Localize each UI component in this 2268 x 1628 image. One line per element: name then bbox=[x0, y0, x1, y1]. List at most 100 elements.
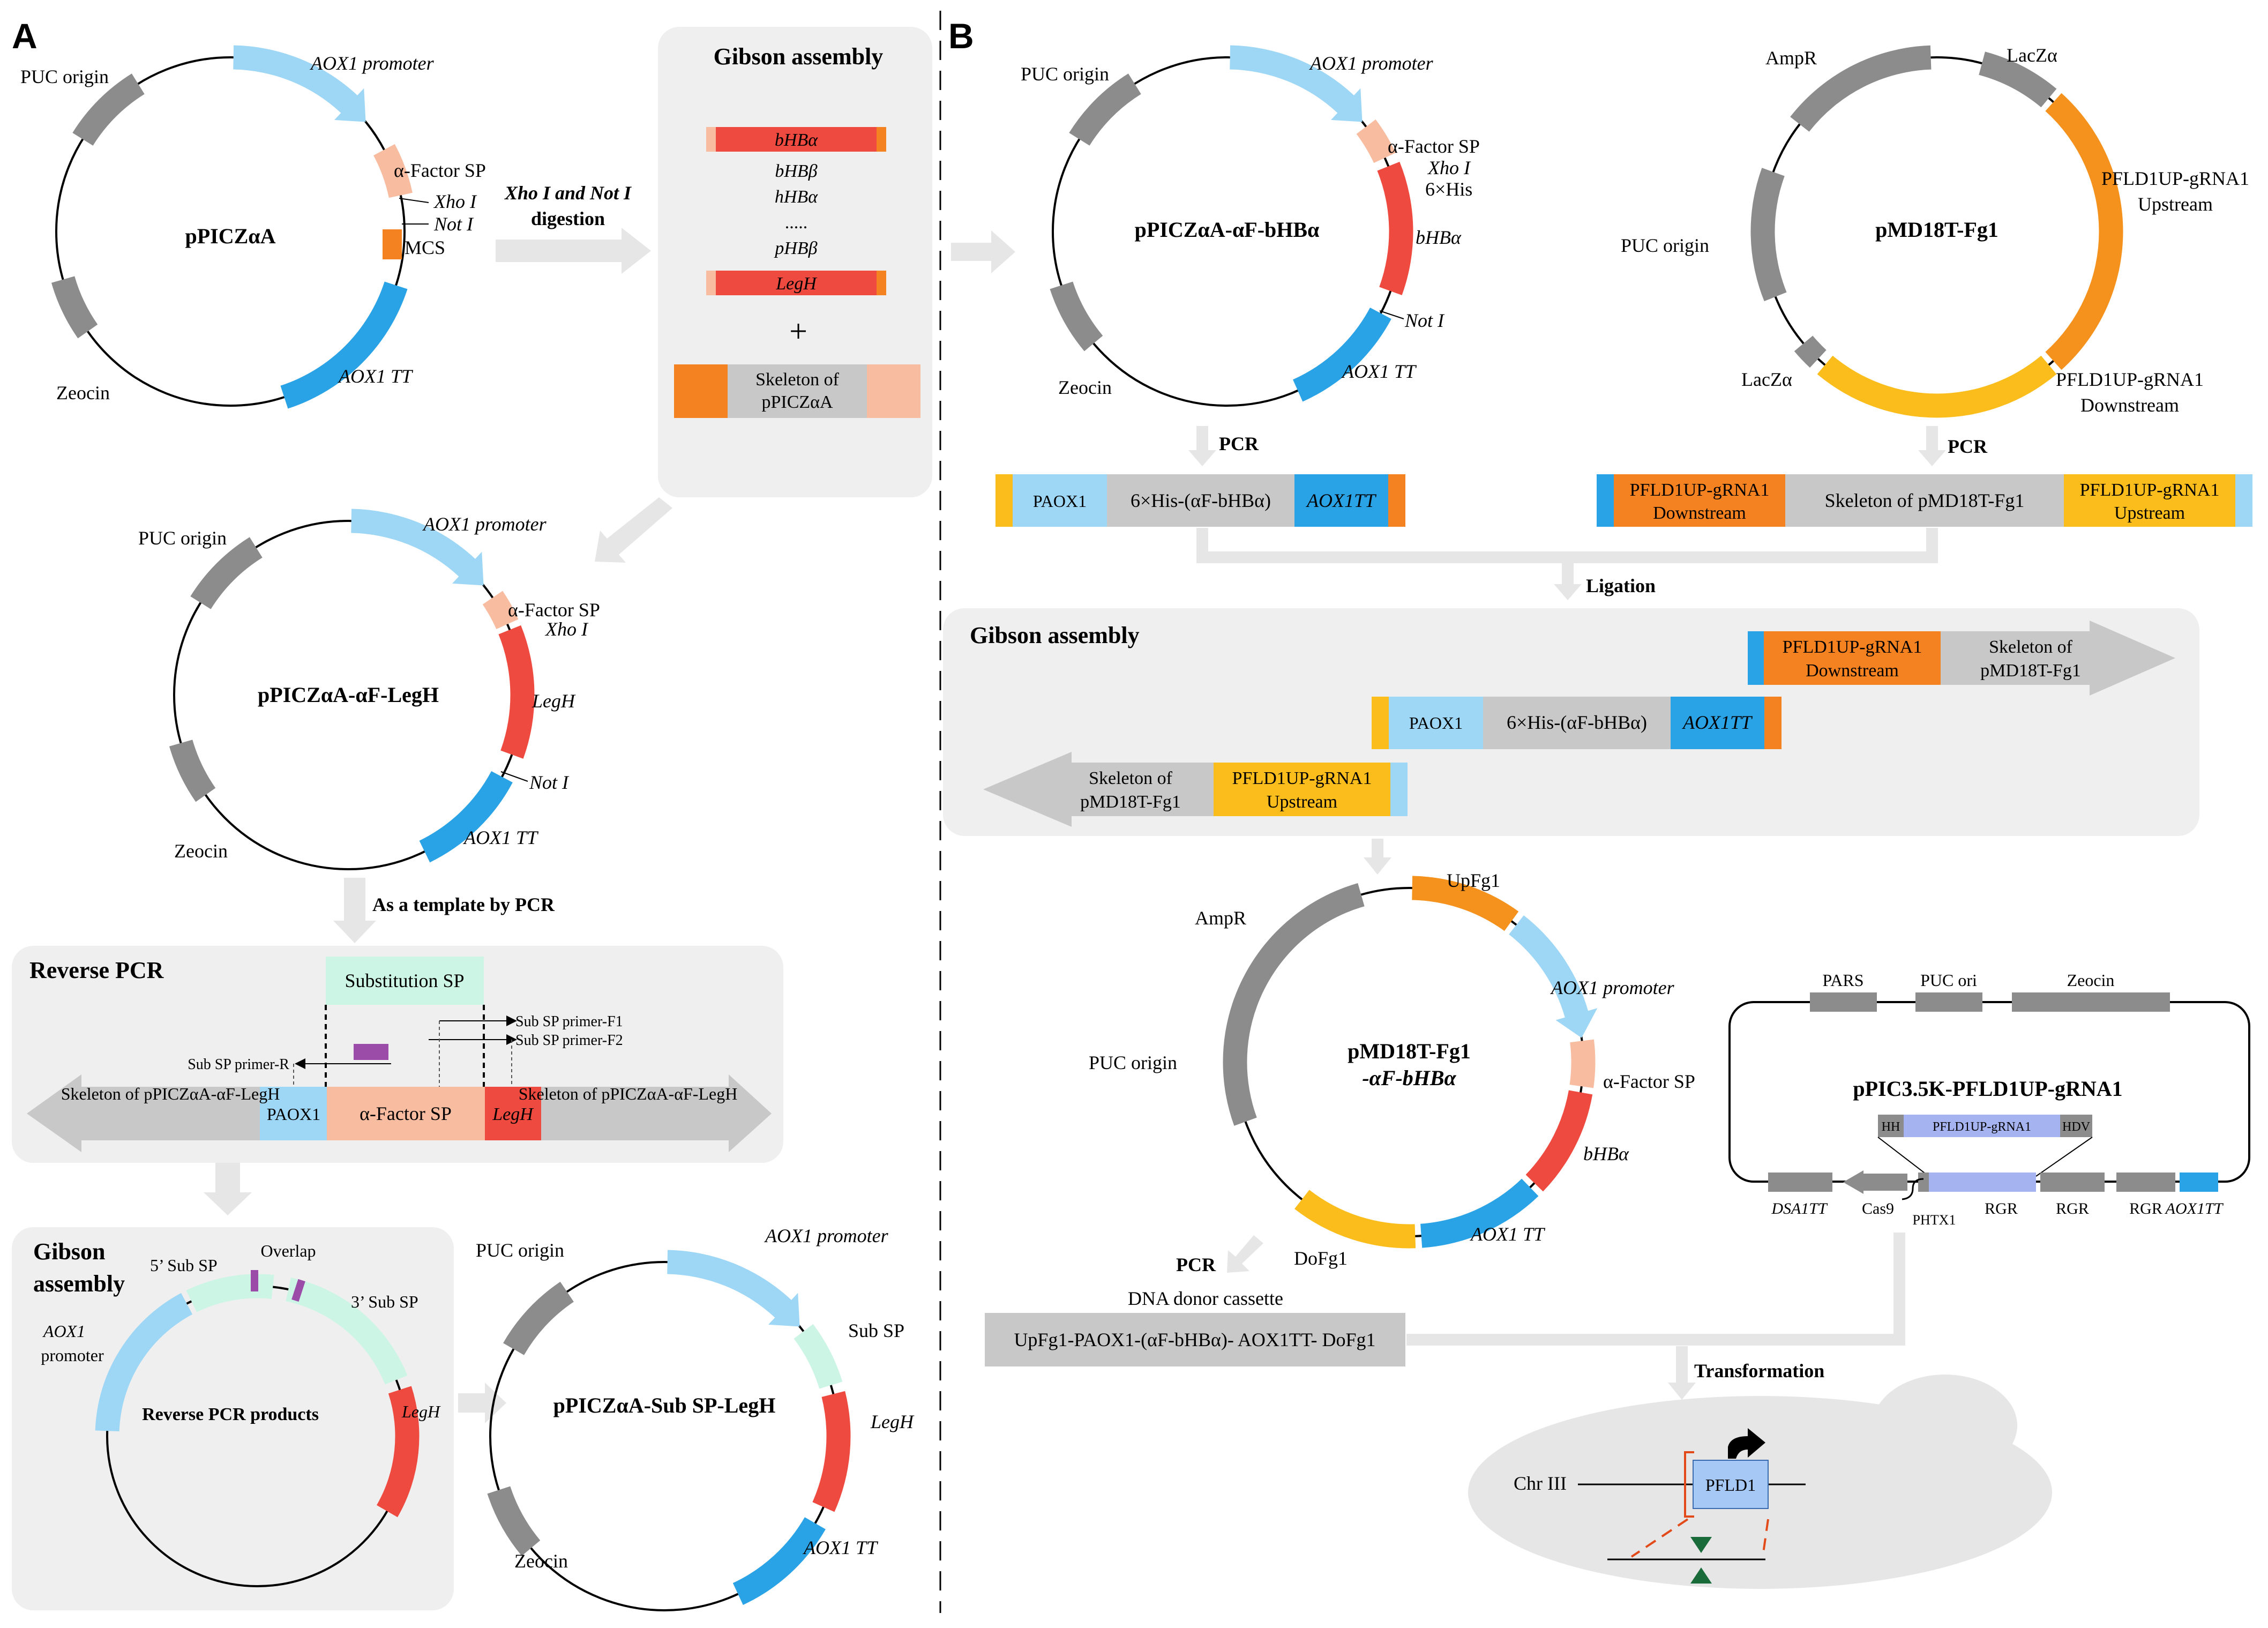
pars-label: PARS bbox=[1822, 970, 1863, 990]
plasmid3-zeocin-segment bbox=[487, 1486, 541, 1556]
frag2-down1-label: PFLD1UP-gRNA1 bbox=[1630, 480, 1770, 500]
digestion-label-1: Xho I and Not I bbox=[504, 182, 632, 204]
plasmid5-ampr-segment bbox=[1790, 45, 1932, 132]
gene-legh: LegH bbox=[775, 274, 818, 294]
plasmid5-lacz-bottom-segment bbox=[1794, 335, 1827, 368]
pcr-arrow-right bbox=[1918, 426, 1946, 466]
plasmid6-name-1: pMD18T-Fg1 bbox=[1348, 1039, 1471, 1063]
gibson3-row1-cap bbox=[1748, 631, 1764, 685]
plasmid6-af-label: α-Factor SP bbox=[1603, 1071, 1695, 1092]
reverse-pcr-paox1-label: PAOX1 bbox=[267, 1104, 320, 1124]
plasmid3-aox1-tt-label: AOX1 TT bbox=[803, 1537, 879, 1558]
plasmid2-not-label: Not I bbox=[529, 772, 570, 793]
reverse-pcr-skeleton-right: Skeleton of pPICZαA-αF-LegH bbox=[519, 1084, 738, 1103]
plasmid4-not-pointer bbox=[1379, 310, 1404, 319]
plasmid2-legh-segment bbox=[498, 625, 535, 759]
gibson3-row3-cap bbox=[1390, 763, 1408, 816]
plasmid2-aox1-promoter-arrow bbox=[351, 509, 484, 586]
plasmid5-puc-segment bbox=[1750, 168, 1787, 302]
frag1-tt-box bbox=[1294, 474, 1388, 527]
plasmid3-aox1-promoter-label: AOX1 promoter bbox=[764, 1225, 889, 1246]
template-arrow bbox=[333, 878, 376, 943]
frag2-mid-box bbox=[1785, 474, 2064, 527]
pfld1-label: PFLD1 bbox=[1705, 1475, 1756, 1495]
plasmid6-upfg1-label: UpFg1 bbox=[1447, 870, 1500, 891]
dsa1tt-segment bbox=[1768, 1173, 1832, 1192]
plasmid-ppiczaa: pPICZαA PUC origin AOX1 promoter α-Facto… bbox=[20, 45, 486, 409]
plasmid4-aox1-promoter-arrow bbox=[1230, 45, 1363, 122]
panel-b-label: B bbox=[948, 16, 974, 56]
reverse-pcr-title: Reverse PCR bbox=[29, 957, 164, 983]
frag1-right-cap bbox=[1388, 474, 1405, 527]
sub-sp-fragment-mark bbox=[354, 1044, 388, 1060]
plasmid2-legh-label: LegH bbox=[532, 690, 576, 712]
gibson2-to-plasmid3-arrow bbox=[458, 1383, 506, 1423]
gibson2-aox-label-2: promoter bbox=[41, 1346, 104, 1365]
gibson3-row2-paox1-box bbox=[1389, 697, 1483, 749]
plasmid2-xho-label: Xho I bbox=[544, 618, 589, 640]
gibson3-paox1-label: PAOX1 bbox=[1409, 713, 1463, 733]
donor-title: DNA donor cassette bbox=[1128, 1288, 1283, 1309]
gene-bhba: bHBα bbox=[775, 130, 818, 150]
hdv-label: HDV bbox=[2062, 1120, 2091, 1134]
overlap-label: Overlap bbox=[260, 1241, 316, 1260]
plasmid6-pcr-arrow bbox=[1227, 1235, 1263, 1273]
overlap-mark-right bbox=[291, 1279, 305, 1302]
plasmid-ppiczaa-backbone bbox=[55, 56, 406, 407]
rgr-3-label: RGR bbox=[2129, 1200, 2162, 1218]
yeast-bud bbox=[1873, 1375, 2017, 1476]
frag1-left-cap bbox=[995, 474, 1013, 527]
plasmid2-zeocin-segment bbox=[169, 740, 216, 802]
plasmid6-bhba-label: bHBα bbox=[1583, 1143, 1629, 1164]
plasmid4-af-sp-segment bbox=[1356, 119, 1396, 163]
ligation-label: Ligation bbox=[1586, 575, 1656, 596]
gibson3-row2-tt-box bbox=[1671, 697, 1764, 749]
plasmid3-aox1-promoter-arrow bbox=[667, 1250, 800, 1327]
pcr-arrow-left bbox=[1188, 426, 1216, 466]
reverse-pcr-legh-label: LegH bbox=[492, 1104, 534, 1124]
hh-label: HH bbox=[1882, 1120, 1900, 1134]
gibson3-skel-l1-label: Skeleton of bbox=[1089, 768, 1172, 788]
puc-ori-segment bbox=[1915, 992, 1982, 1012]
gibson3-skel-r1-label: Skeleton of bbox=[1989, 637, 2072, 657]
gibson-assembly-3: Gibson assembly PFLD1UP-gRNA1 Downstream… bbox=[943, 608, 2199, 836]
pcr2-label: PCR bbox=[1176, 1254, 1216, 1275]
plasmid4-not-label: Not I bbox=[1404, 310, 1445, 331]
plasmid4-zeocin-label: Zeocin bbox=[1058, 377, 1112, 398]
plasmid4-bhba-segment bbox=[1377, 161, 1413, 295]
cas9-arrow bbox=[1843, 1170, 1907, 1194]
frag2-mid-label: Skeleton of pMD18T-Fg1 bbox=[1825, 490, 2025, 511]
plasmid-pmd18t-fg1: pMD18T-Fg1 AmpR LacZα PFLD1UP-gRNA1 Upst… bbox=[1621, 44, 2249, 418]
dsa1tt-label: DSA1TT bbox=[1771, 1200, 1828, 1218]
gibson3-mid-label: 6×His-(αF-bHBα) bbox=[1507, 712, 1647, 733]
plasmid3-puc-segment bbox=[503, 1281, 574, 1355]
gibson-1-title: Gibson assembly bbox=[714, 43, 884, 70]
gibson-to-plasmid2-arrow bbox=[595, 497, 672, 563]
template-label: As a template by PCR bbox=[372, 894, 555, 915]
gene-bar-bhba bbox=[716, 127, 877, 152]
gibson2-aox-promoter-segment bbox=[95, 1293, 193, 1432]
xho-pointer bbox=[399, 198, 429, 203]
panel-b-entry-arrow bbox=[951, 230, 1015, 273]
plasmid5-name: pMD18T-Fg1 bbox=[1875, 218, 1998, 242]
plasmid6-aox1-tt-segment bbox=[1420, 1178, 1539, 1248]
gene-bar-bhba-right bbox=[877, 127, 886, 152]
plasmid5-lacz-bottom-label: LacZα bbox=[1741, 369, 1792, 390]
digestion-label-2: digestion bbox=[531, 208, 605, 229]
plasmid6-upfg1-segment bbox=[1412, 876, 1519, 931]
plasmid3-zeocin-label: Zeocin bbox=[514, 1550, 568, 1572]
gene-bhbb: bHBβ bbox=[775, 161, 817, 181]
overlap-mark-left bbox=[251, 1270, 258, 1291]
puc-ori-label: PUC ori bbox=[1920, 970, 1977, 990]
plasmid5-ampr-label: AmpR bbox=[1765, 47, 1817, 69]
not-label: Not I bbox=[433, 213, 474, 235]
gibson3-tt-label: AOX1TT bbox=[1682, 712, 1753, 733]
rgr-3-segment bbox=[2116, 1173, 2175, 1192]
insert-zoom-right bbox=[2035, 1137, 2093, 1177]
gibson3-down2-label: Downstream bbox=[1806, 661, 1899, 681]
gibson-2-title-1: Gibson bbox=[33, 1238, 106, 1265]
plasmid5-down2-label: Downstream bbox=[2080, 394, 2179, 416]
primer-r-label: Sub SP primer-R bbox=[188, 1056, 289, 1073]
cut-dash-left bbox=[1630, 1518, 1689, 1558]
